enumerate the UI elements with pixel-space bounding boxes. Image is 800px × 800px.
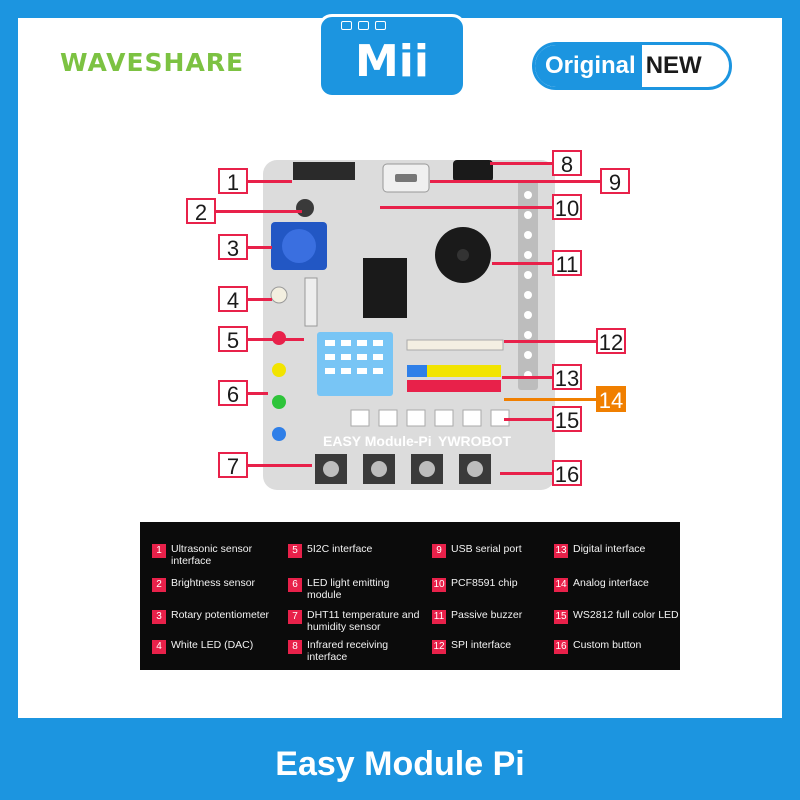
original-new-badge: Original NEW: [532, 42, 732, 90]
callout-12: 12: [596, 328, 626, 355]
leader-6: [248, 392, 268, 395]
board-illustration: EASY Module-Pi YWROBOT: [270, 160, 538, 484]
callout-2: 2: [186, 198, 216, 225]
callout-7: 7: [218, 452, 248, 479]
callout-8: 8: [552, 150, 582, 177]
leader-11: [492, 262, 552, 265]
brand-logo: WAVESHARE: [60, 48, 245, 77]
board-silk-name: EASY Module-Pi: [323, 433, 432, 449]
callout-15: 15: [552, 406, 582, 433]
leader-4: [248, 298, 272, 301]
leader-9: [430, 180, 600, 183]
leader-3: [248, 246, 272, 249]
callout-3: 3: [218, 234, 248, 261]
leader-5: [248, 338, 304, 341]
leader-12: [504, 340, 596, 343]
leader-16: [500, 472, 552, 475]
callout-16: 16: [552, 460, 582, 487]
product-title: Easy Module Pi: [275, 745, 525, 783]
leader-13: [502, 376, 552, 379]
original-label: Original: [535, 45, 642, 87]
leader-14: [504, 398, 596, 401]
leader-15: [504, 418, 552, 421]
mii-badge: Mii: [318, 14, 466, 98]
callout-14: 14: [596, 386, 626, 413]
leader-1: [248, 180, 292, 183]
leader-10: [380, 206, 552, 209]
callout-11: 11: [552, 250, 582, 277]
badge-port-icon: [341, 21, 386, 30]
callout-6: 6: [218, 380, 248, 407]
leader-2: [216, 210, 302, 213]
callout-13: 13: [552, 364, 582, 391]
callout-5: 5: [218, 326, 248, 353]
callout-10: 10: [552, 194, 582, 221]
badge-text: Mii: [355, 36, 429, 87]
callout-9: 9: [600, 168, 630, 195]
new-label: NEW: [645, 52, 702, 79]
callout-1: 1: [218, 168, 248, 195]
module-board-photo: EASY Module-Pi YWROBOT: [263, 160, 555, 490]
leader-7: [248, 464, 312, 467]
leader-8: [490, 162, 552, 165]
board-silk-brand: YWROBOT: [438, 433, 512, 449]
callout-4: 4: [218, 286, 248, 313]
